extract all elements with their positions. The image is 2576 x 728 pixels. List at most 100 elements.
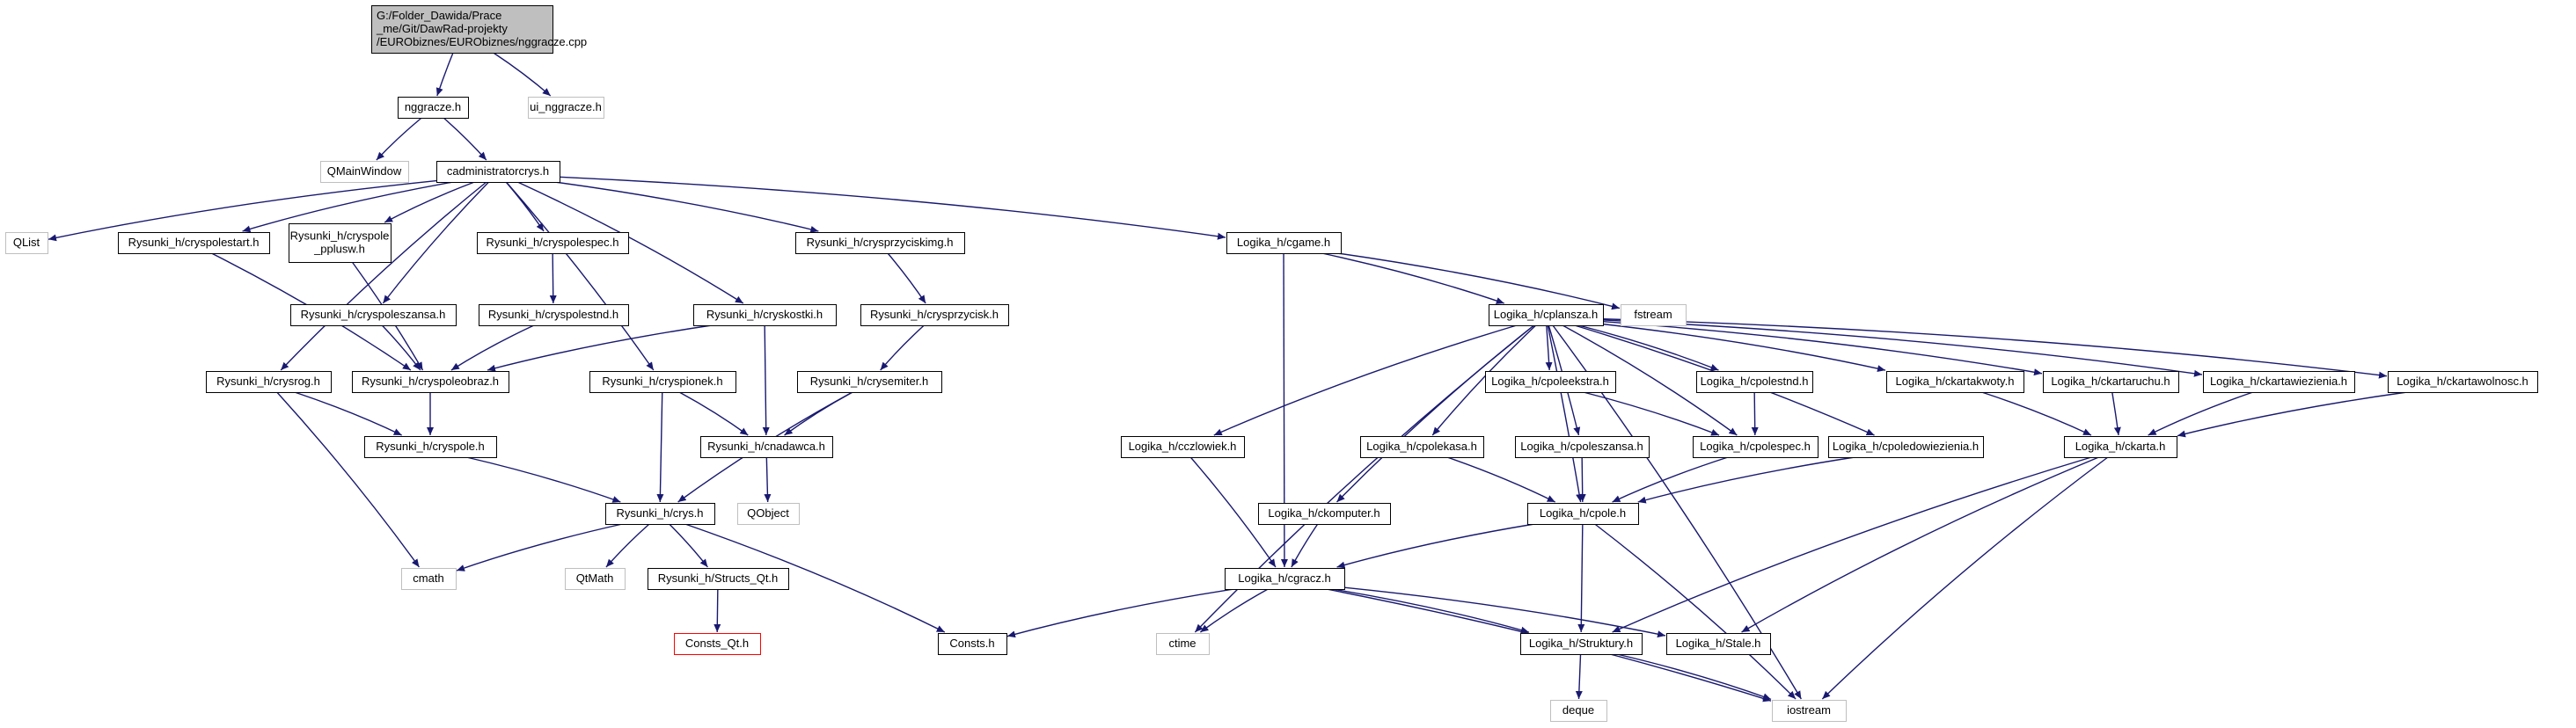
node-cryspolestnd[interactable]: Rysunki_h/cryspolestnd.h	[479, 304, 629, 326]
node-label: cadministratorcrys.h	[447, 164, 549, 178]
edge-cgracz-to-struktury	[1332, 588, 1529, 634]
node-cpoleszansa[interactable]: Logika_h/cpoleszansa.h	[1515, 436, 1650, 458]
edge-cadministrator-to-crysrog	[280, 181, 487, 371]
edge-cpolestnd-to-cpolespec	[1751, 391, 1759, 436]
node-box	[364, 436, 497, 458]
node-crysprzycisk[interactable]: Rysunki_h/crysprzycisk.h	[860, 304, 1009, 326]
edge-struktury-to-iostream	[1616, 653, 1772, 701]
edge-cczlowiek-to-cgracz	[1189, 456, 1277, 568]
node-box	[1666, 633, 1771, 655]
node-cryspolespec[interactable]: Rysunki_h/cryspolespec.h	[477, 232, 629, 254]
node-nggracze-h[interactable]: nggracze.h	[398, 97, 469, 119]
node-box	[1828, 436, 1984, 458]
node-qobject[interactable]: QObject	[737, 503, 800, 525]
node-ckartawiezienia[interactable]: Logika_h/ckartawiezienia.h	[2203, 371, 2355, 393]
node-label: Rysunki_h/cryspolespec.h	[486, 236, 618, 249]
edge-cadministrator-to-qlist	[48, 179, 437, 242]
node-box	[528, 97, 604, 119]
node-label: Logika_h/ckomputer.h	[1268, 506, 1379, 520]
node-cadministrator[interactable]: cadministratorcrys.h	[436, 161, 560, 183]
node-ckartawolnosc[interactable]: Logika_h/ckartawolnosc.h	[2388, 371, 2538, 393]
node-box	[290, 304, 457, 326]
node-qlist[interactable]: QList	[5, 232, 48, 254]
edge-cryspole-to-crys	[466, 456, 621, 503]
node-cryspionek[interactable]: Rysunki_h/cryspionek.h	[589, 371, 736, 393]
node-cryskostki[interactable]: Rysunki_h/cryskostki.h	[693, 304, 837, 326]
node-box	[1258, 503, 1391, 525]
node-label: Logika_h/cpolekasa.h	[1366, 440, 1477, 453]
node-ckartaruchu[interactable]: Logika_h/ckartaruchu.h	[2043, 371, 2179, 393]
node-label: Rysunki_h/crys.h	[617, 506, 704, 520]
edge-crysrog-to-cryspole	[294, 391, 402, 436]
node-cpolespec[interactable]: Logika_h/cpolespec.h	[1693, 436, 1819, 458]
node-cplansza[interactable]: Logika_h/cplansza.h	[1489, 304, 1604, 326]
node-cgame[interactable]: Logika_h/cgame.h	[1226, 232, 1342, 254]
node-cpoledowiezienia[interactable]: Logika_h/cpoledowiezienia.h	[1828, 436, 1984, 458]
node-constsqt[interactable]: Consts_Qt.h	[674, 633, 761, 655]
node-label: Logika_h/ckartakwoty.h	[1896, 375, 2015, 388]
node-box	[1489, 304, 1604, 326]
node-label: ui_nggracze.h	[530, 100, 602, 113]
nodes-layer: G:/Folder_Dawida/Prace_me/Git/DawRad-pro…	[5, 5, 2538, 722]
node-qmainwindow[interactable]: QMainWindow	[320, 161, 409, 183]
node-ui-nggracze-h[interactable]: ui_nggracze.h	[528, 97, 604, 119]
node-cryspolepplusw[interactable]: Rysunki_h/cryspole_pplusw.h	[289, 223, 392, 263]
node-deque[interactable]: deque	[1550, 700, 1607, 722]
node-ckarta[interactable]: Logika_h/ckarta.h	[2064, 436, 2177, 458]
edge-cpole-to-cgracz	[1336, 523, 1535, 569]
node-fstream[interactable]: fstream	[1621, 304, 1687, 326]
node-cryspoleszansa[interactable]: Rysunki_h/cryspoleszansa.h	[290, 304, 457, 326]
node-crysprzyciskimg[interactable]: Rysunki_h/crysprzyciskimg.h	[795, 232, 965, 254]
node-iostream[interactable]: iostream	[1772, 700, 1847, 722]
node-structsqt[interactable]: Rysunki_h/Structs_Qt.h	[648, 568, 789, 590]
node-cpole[interactable]: Logika_h/cpole.h	[1527, 503, 1639, 525]
node-ckartakwoty[interactable]: Logika_h/ckartakwoty.h	[1886, 371, 2024, 393]
node-box	[1225, 568, 1345, 590]
node-box	[477, 232, 629, 254]
node-cryspolestart[interactable]: Rysunki_h/cryspolestart.h	[118, 232, 270, 254]
node-label: Consts_Qt.h	[685, 637, 749, 650]
node-box	[401, 568, 457, 590]
edge-crysprzycisk-to-crysemiter	[880, 324, 925, 371]
edge-cadministrator-to-cryspionek	[505, 181, 655, 371]
edge-cryskostki-to-cryspoleobraz	[487, 324, 713, 372]
node-cmath[interactable]: cmath	[401, 568, 457, 590]
node-box	[2064, 436, 2177, 458]
node-crysemiter[interactable]: Rysunki_h/crysemiter.h	[797, 371, 942, 393]
node-consts[interactable]: Consts.h	[938, 633, 1007, 655]
edge-crys-to-consts	[684, 523, 946, 633]
node-cnadawca[interactable]: Rysunki_h/cnadawca.h	[700, 436, 833, 458]
node-box	[565, 568, 626, 590]
edge-cgame-to-cplansza	[1321, 252, 1504, 304]
node-label: nggracze.h	[405, 100, 461, 113]
node-cpolekasa[interactable]: Logika_h/cpolekasa.h	[1360, 436, 1484, 458]
node-label: Logika_h/cczlowiek.h	[1129, 440, 1237, 453]
node-label: Logika_h/cpolestnd.h	[1701, 375, 1809, 388]
node-label: Logika_h/ckartawiezienia.h	[2210, 375, 2347, 388]
node-cryspoleobraz[interactable]: Rysunki_h/cryspoleobraz.h	[352, 371, 509, 393]
node-crysrog[interactable]: Rysunki_h/crysrog.h	[206, 371, 332, 393]
edge-cgracz-to-ctime	[1199, 588, 1269, 633]
node-box	[1696, 371, 1813, 393]
node-cpolestnd[interactable]: Logika_h/cpolestnd.h	[1696, 371, 1813, 393]
node-label: deque	[1562, 703, 1594, 717]
edge-cadministrator-to-cryspolepplusw	[384, 181, 475, 223]
node-struktury[interactable]: Logika_h/Struktury.h	[1520, 633, 1643, 655]
node-cgracz[interactable]: Logika_h/cgracz.h	[1225, 568, 1345, 590]
node-stale[interactable]: Logika_h/Stale.h	[1666, 633, 1771, 655]
node-root[interactable]: G:/Folder_Dawida/Prace_me/Git/DawRad-pro…	[371, 5, 588, 54]
node-cpoleekstra[interactable]: Logika_h/cpoleekstra.h	[1485, 371, 1616, 393]
node-ctime[interactable]: ctime	[1156, 633, 1210, 655]
node-cryspole[interactable]: Rysunki_h/cryspole.h	[364, 436, 497, 458]
node-cczlowiek[interactable]: Logika_h/cczlowiek.h	[1121, 436, 1245, 458]
node-box	[1226, 232, 1342, 254]
edge-cadministrator-to-cryspolespec	[505, 181, 545, 232]
node-ckomputer[interactable]: Logika_h/ckomputer.h	[1258, 503, 1391, 525]
edge-cnadawca-to-qobject	[764, 456, 772, 503]
edge-cpole-to-struktury	[1577, 523, 1585, 633]
node-box	[1360, 436, 1484, 458]
node-qtmath[interactable]: QtMath	[565, 568, 626, 590]
node-label: Logika_h/cpoledowiezienia.h	[1833, 440, 1979, 453]
node-crys[interactable]: Rysunki_h/crys.h	[605, 503, 715, 525]
